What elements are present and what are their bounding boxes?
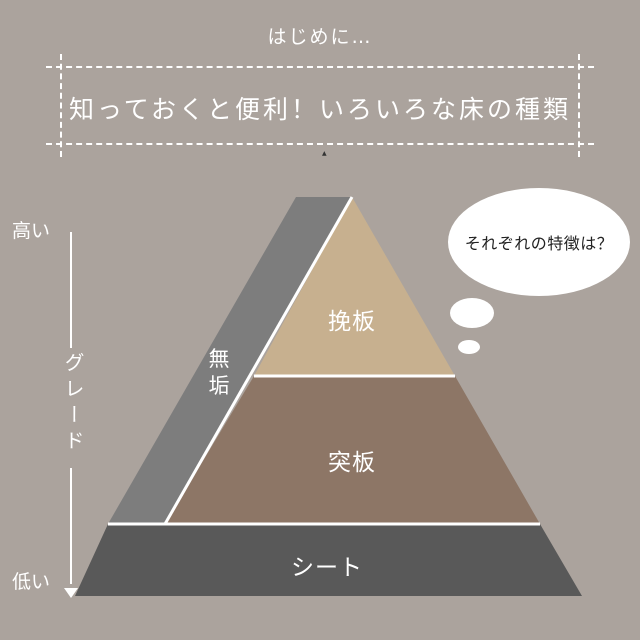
tier-label-sawn: 挽板 [328, 309, 376, 335]
thought-dot [458, 340, 480, 354]
speech-bubble-text: それぞれの特徴は？ [464, 234, 614, 253]
axis-label-box: グレード [56, 348, 86, 468]
speech-bubble: それぞれの特徴は？ [448, 188, 630, 296]
page-title: 知っておくと便利！いろいろな床の種類 [68, 95, 571, 124]
tier-label-solid-wood: 無垢 [208, 347, 230, 398]
decorative-mark: ▲ [322, 150, 327, 157]
title-box: 知っておくと便利！いろいろな床の種類 [46, 54, 594, 157]
tier-label-sheet: シート [291, 555, 363, 581]
axis-low-label: 低い [12, 571, 51, 593]
tier-solid-wood [108, 197, 352, 524]
axis-label: グレード [61, 352, 85, 456]
tier-sawn [254, 197, 455, 376]
tier-veneer [165, 376, 540, 524]
intro-text: はじめに… [267, 26, 373, 48]
separator-line [163, 196, 354, 525]
tier-sheet [75, 524, 582, 596]
axis-high-label: 高い [12, 220, 51, 242]
tier-label-veneer: 突板 [328, 450, 376, 476]
thought-dot [450, 298, 494, 328]
axis-arrow-icon [64, 588, 78, 598]
